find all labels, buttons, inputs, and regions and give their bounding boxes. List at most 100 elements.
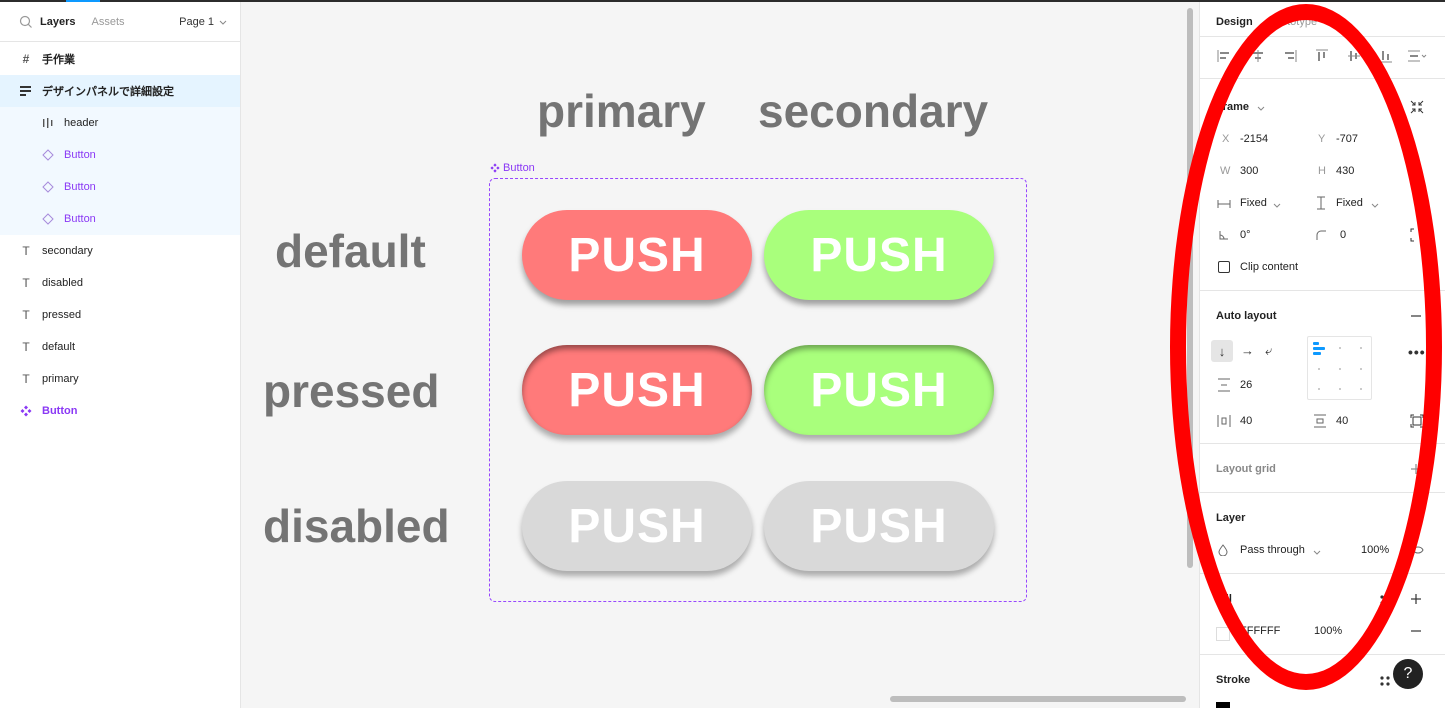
corner-radius-input[interactable]: 0: [1340, 229, 1347, 241]
chevron-down-icon[interactable]: [1272, 200, 1282, 210]
remove-fill-icon[interactable]: [1410, 625, 1422, 637]
row-label-disabled[interactable]: disabled: [263, 500, 450, 552]
width-input[interactable]: 300: [1240, 165, 1259, 177]
frame-section-title[interactable]: Frame: [1216, 101, 1250, 113]
add-fill-icon[interactable]: [1410, 593, 1422, 605]
x-input[interactable]: -2154: [1240, 133, 1269, 145]
horizontal-padding-icon: [1217, 415, 1231, 427]
alignment-dot: [1360, 388, 1362, 390]
tab-layers[interactable]: Layers: [40, 15, 76, 28]
column-label-primary[interactable]: primary: [537, 85, 706, 137]
component-frame-label[interactable]: Button: [490, 162, 535, 174]
row-label-default[interactable]: default: [275, 225, 426, 277]
alignment-dot: [1339, 388, 1341, 390]
tab-prototype[interactable]: Prototype: [1270, 16, 1318, 28]
layer-name: disabled: [42, 277, 83, 289]
width-mode-select[interactable]: Fixed: [1240, 197, 1267, 209]
align-top-icon[interactable]: [1314, 48, 1330, 64]
distribute-menu-icon[interactable]: [1406, 48, 1428, 64]
row-label-pressed[interactable]: pressed: [263, 365, 440, 417]
layer-row-text-default[interactable]: T default: [0, 331, 240, 363]
fill-color-swatch[interactable]: [1216, 627, 1230, 641]
horizontal-autolayout-icon: [40, 115, 56, 131]
height-mode-select[interactable]: Fixed: [1336, 197, 1363, 209]
alignment-bar: [1313, 342, 1319, 345]
layer-row-text-primary[interactable]: T primary: [0, 363, 240, 395]
divider: [1200, 573, 1445, 574]
style-grid-icon[interactable]: [1378, 674, 1392, 688]
layer-row-frame[interactable]: # 手作業: [0, 43, 240, 75]
layer-row-text-disabled[interactable]: T disabled: [0, 267, 240, 299]
button-secondary-disabled[interactable]: PUSH: [764, 481, 994, 571]
align-right-icon[interactable]: [1282, 48, 1298, 64]
layer-name: default: [42, 341, 76, 353]
arrow-right-icon[interactable]: →: [1241, 343, 1254, 358]
button-primary-disabled[interactable]: PUSH: [522, 481, 752, 571]
item-spacing-input[interactable]: 26: [1240, 379, 1253, 391]
button-primary-default[interactable]: PUSH: [522, 210, 752, 300]
search-icon[interactable]: [18, 14, 34, 30]
instance-icon: [40, 147, 56, 163]
layer-opacity-input[interactable]: 100%: [1361, 544, 1390, 556]
blend-mode-select[interactable]: Pass through: [1240, 544, 1305, 556]
vertical-padding-input[interactable]: 40: [1336, 415, 1349, 427]
chevron-down-icon[interactable]: [1370, 200, 1380, 210]
column-label-secondary[interactable]: secondary: [758, 85, 989, 137]
rotation-input[interactable]: 0°: [1240, 229, 1251, 241]
corner-radius-icon: [1316, 230, 1326, 240]
resize-to-fit-icon[interactable]: [1410, 100, 1424, 114]
chevron-down-icon[interactable]: [1256, 103, 1266, 113]
align-left-icon[interactable]: [1216, 48, 1232, 64]
vertical-padding-icon: [1314, 414, 1326, 428]
clip-content-checkbox[interactable]: [1218, 261, 1230, 273]
align-bottom-icon[interactable]: [1378, 48, 1394, 64]
alignment-grid[interactable]: [1307, 336, 1372, 400]
layer-row-button-instance[interactable]: Button: [0, 171, 240, 203]
wrap-icon[interactable]: ⤶: [1265, 343, 1273, 358]
stroke-color-swatch[interactable]: [1216, 702, 1230, 708]
item-spacing-icon: [1218, 378, 1230, 392]
design-canvas[interactable]: primary secondary default pressed disabl…: [241, 2, 1199, 708]
independent-corners-icon[interactable]: [1410, 228, 1424, 242]
button-primary-pressed[interactable]: PUSH: [522, 345, 752, 435]
layer-row-text-secondary[interactable]: T secondary: [0, 235, 240, 267]
layer-row-button-instance[interactable]: Button: [0, 203, 240, 235]
alignment-dot: [1318, 388, 1320, 390]
vertical-scrollbar[interactable]: [1187, 8, 1193, 568]
divider: [1200, 654, 1445, 655]
direction-vertical-button[interactable]: ↓: [1211, 340, 1233, 362]
chevron-down-icon[interactable]: [1312, 547, 1322, 557]
y-input[interactable]: -707: [1336, 133, 1359, 145]
remove-auto-layout-icon[interactable]: [1410, 310, 1422, 322]
more-options-icon[interactable]: •••: [1408, 344, 1426, 360]
layer-name: Button: [42, 405, 78, 417]
alignment-dot: [1360, 347, 1362, 349]
horizontal-padding-input[interactable]: 40: [1240, 415, 1253, 427]
layer-row-button-instance[interactable]: Button: [0, 139, 240, 171]
visibility-icon[interactable]: [1412, 544, 1424, 556]
individual-padding-icon[interactable]: [1410, 414, 1424, 428]
tab-assets[interactable]: Assets: [91, 15, 125, 28]
fill-opacity-input[interactable]: 100%: [1314, 625, 1343, 637]
page-selector[interactable]: Page 1: [179, 16, 228, 28]
style-grid-icon[interactable]: [1378, 593, 1392, 607]
horizontal-scrollbar[interactable]: [890, 696, 1186, 702]
fill-section-title: Fill: [1216, 593, 1232, 605]
layer-name: secondary: [42, 245, 93, 257]
active-tab-indicator: [66, 0, 100, 2]
align-horizontal-center-icon[interactable]: [1250, 48, 1266, 64]
height-input[interactable]: 430: [1336, 165, 1355, 177]
fill-hex-input[interactable]: FFFFFF: [1240, 625, 1281, 637]
button-secondary-default[interactable]: PUSH: [764, 210, 994, 300]
tab-design[interactable]: Design: [1216, 16, 1253, 28]
button-secondary-pressed[interactable]: PUSH: [764, 345, 994, 435]
help-button[interactable]: ?: [1393, 659, 1423, 689]
component-set-frame[interactable]: [489, 178, 1027, 602]
add-layout-grid-icon[interactable]: [1410, 463, 1422, 475]
layer-row-autolayout[interactable]: デザインパネルで詳細設定: [0, 75, 240, 107]
align-vertical-center-icon[interactable]: [1346, 48, 1362, 64]
layer-row-header[interactable]: header: [0, 107, 240, 139]
layer-row-text-pressed[interactable]: T pressed: [0, 299, 240, 331]
layer-row-button-component[interactable]: Button: [0, 395, 240, 427]
layer-name: デザインパネルで詳細設定: [42, 86, 174, 98]
